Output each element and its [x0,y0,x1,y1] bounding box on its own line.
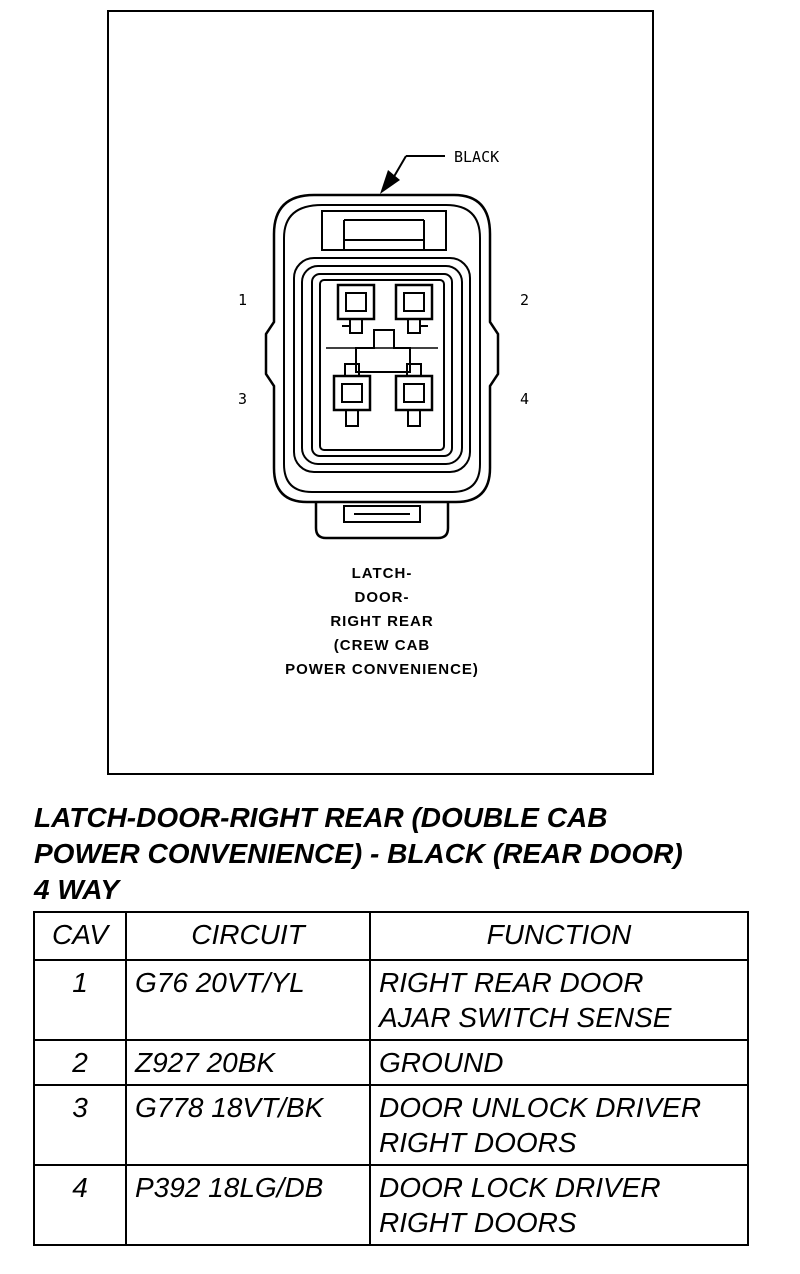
terminal-4 [394,363,434,427]
connector-diagram: BLACK [238,148,529,678]
figure-caption-line-2: DOOR- [355,589,410,606]
latch-bottom-tab [343,505,421,523]
cavity-frame-3 [311,273,453,457]
pinout-table: CAV CIRCUIT FUNCTION 1 G76 20VT/YL RIGHT… [33,911,749,1246]
connector-title: LATCH-DOOR-RIGHT REAR (DOUBLE CAB POWER … [34,800,774,908]
circuit-cell: Z927 20BK [125,1039,371,1086]
cavity-number-3: 3 [238,390,247,408]
cav-cell: 2 [33,1039,127,1086]
cav-cell: 1 [33,959,127,1041]
terminal-2 [394,283,434,334]
terminal-1 [336,283,376,334]
function-line: GROUND [379,1047,504,1078]
function-line: RIGHT REAR DOOR [379,967,644,998]
function-line: RIGHT DOORS [379,1207,577,1238]
figure-caption-line-5: POWER CONVENIENCE) [285,661,479,678]
center-key [355,329,411,373]
table-row: 4 P392 18LG/DB DOOR LOCK DRIVER RIGHT DO… [33,1164,749,1246]
connector-housing-outer [264,193,500,504]
circuit-cell: G778 18VT/BK [125,1084,371,1166]
header-cav: CAV [33,911,127,961]
cav-cell: 3 [33,1084,127,1166]
cavity-frame-4 [319,279,445,451]
terminal-3 [332,363,372,427]
function-cell: DOOR UNLOCK DRIVER RIGHT DOORS [369,1084,749,1166]
function-line: AJAR SWITCH SENSE [379,1002,672,1033]
function-line: RIGHT DOORS [379,1127,577,1158]
function-line: DOOR UNLOCK DRIVER [379,1092,702,1123]
function-line: DOOR LOCK DRIVER [379,1172,661,1203]
title-line-1: LATCH-DOOR-RIGHT REAR (DOUBLE CAB [34,802,608,833]
cav-cell: 4 [33,1164,127,1246]
title-line-2: POWER CONVENIENCE) - BLACK (REAR DOOR) [34,838,683,869]
latch-top [321,210,447,251]
callout-arrowhead [380,170,400,194]
figure-caption-line-3: RIGHT REAR [330,613,433,630]
table-row: 1 G76 20VT/YL RIGHT REAR DOOR AJAR SWITC… [33,959,749,1041]
table-header-row: CAV CIRCUIT FUNCTION [33,911,749,961]
wire-color-callout: BLACK [454,148,499,166]
figure-caption-line-1: LATCH- [352,565,413,582]
cavity-frame-2 [301,265,463,465]
table-row: 3 G778 18VT/BK DOOR UNLOCK DRIVER RIGHT … [33,1084,749,1166]
function-cell: DOOR LOCK DRIVER RIGHT DOORS [369,1164,749,1246]
connector-housing-inner-shell [283,204,481,493]
cavity-number-1: 1 [238,291,247,309]
circuit-cell: G76 20VT/YL [125,959,371,1041]
circuit-cell: P392 18LG/DB [125,1164,371,1246]
table-row: 2 Z927 20BK GROUND [33,1039,749,1086]
cavity-number-2: 2 [520,291,529,309]
cavity-frame-1 [293,257,471,473]
header-function: FUNCTION [369,911,749,961]
function-cell: RIGHT REAR DOOR AJAR SWITCH SENSE [369,959,749,1041]
connector-figure: BLACK [107,10,654,775]
figure-caption-line-4: (CREW CAB [334,637,431,654]
title-line-3: 4 WAY [34,874,120,905]
function-cell: GROUND [369,1039,749,1086]
latch-bottom [314,502,450,540]
cavity-number-4: 4 [520,390,529,408]
header-circuit: CIRCUIT [125,911,371,961]
